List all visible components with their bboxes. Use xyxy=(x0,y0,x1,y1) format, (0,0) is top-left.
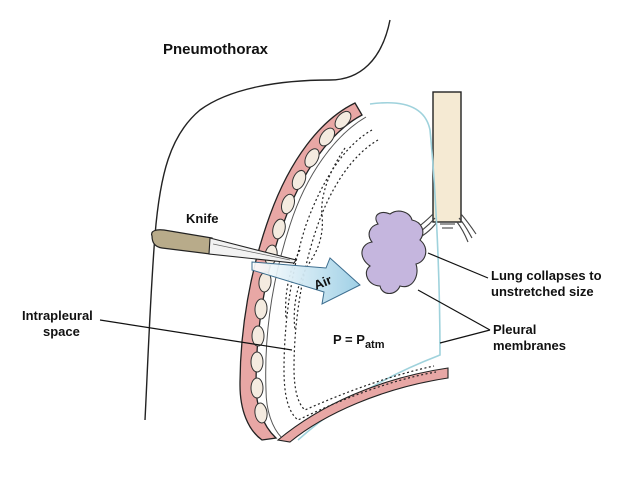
parietal-pleura xyxy=(265,116,367,439)
lung-label-line1: Lung collapses to xyxy=(491,268,602,283)
air-arrow xyxy=(251,257,361,305)
knife-handle xyxy=(151,229,213,255)
pleural-pointer-upper xyxy=(417,289,491,331)
pointer-lines xyxy=(99,252,491,351)
diagram-title: Pneumothorax xyxy=(163,41,269,58)
lung-label-line2: unstretched size xyxy=(491,284,594,299)
rib xyxy=(304,148,320,168)
collapsed-lung xyxy=(361,210,427,295)
trachea xyxy=(432,91,462,223)
pleural-pointer-lower xyxy=(439,329,491,344)
pleural-label-line2: membranes xyxy=(493,338,566,353)
knife-label: Knife xyxy=(186,211,219,226)
intrapleural-label-line2: space xyxy=(43,324,80,339)
air-label: Air xyxy=(312,272,334,293)
lung-pointer xyxy=(427,252,489,279)
diaphragm xyxy=(276,367,449,443)
rib xyxy=(251,325,265,347)
intrapleural-pointer xyxy=(99,319,293,351)
rib xyxy=(272,218,286,240)
rib xyxy=(334,110,352,130)
rib xyxy=(318,127,336,147)
rib xyxy=(281,193,295,215)
pleural-label-line1: Pleural xyxy=(493,322,536,337)
pleural-membrane-outer xyxy=(297,101,441,441)
pressure-main: P = P xyxy=(333,332,365,347)
rib xyxy=(254,298,268,320)
pressure-subscript: atm xyxy=(365,339,385,351)
intrapleural-label-line1: Intrapleural xyxy=(22,308,93,323)
rib xyxy=(250,351,264,373)
body-outline xyxy=(144,19,391,421)
pressure-label: P = Patm xyxy=(333,332,385,351)
knife-blade xyxy=(208,237,297,264)
rib xyxy=(250,377,264,399)
rib xyxy=(291,169,307,191)
rib xyxy=(254,402,268,424)
knife xyxy=(151,229,297,264)
